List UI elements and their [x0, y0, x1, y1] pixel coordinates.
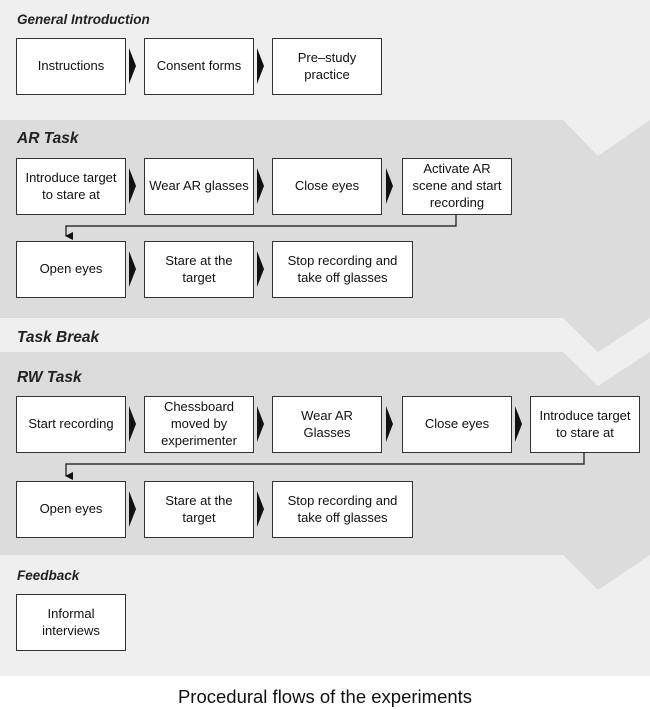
heading-rw-task: RW Task: [17, 369, 82, 386]
rw-step-start-recording: Start recording: [16, 396, 126, 453]
step-instructions: Instructions: [16, 38, 126, 95]
ar-step-wear-glasses: Wear AR glasses: [144, 158, 254, 215]
step-pre-study-practice: Pre–study practice: [272, 38, 382, 95]
heading-feedback: Feedback: [17, 568, 80, 583]
heading-general-introduction: General Introduction: [17, 12, 150, 27]
arrow-icon: [129, 406, 136, 442]
arrow-icon: [129, 251, 136, 287]
chevron-general-to-ar: [563, 84, 650, 120]
arrow-icon: [129, 491, 136, 527]
chevron-ar-to-break: [563, 318, 650, 352]
ar-step-close-eyes: Close eyes: [272, 158, 382, 215]
rw-step-introduce-target: Introduce target to stare at: [530, 396, 640, 453]
chevron-break-to-rw: [563, 352, 650, 386]
arrow-icon: [257, 251, 264, 287]
rw-step-close-eyes: Close eyes: [402, 396, 512, 453]
band-task-break: [0, 318, 650, 352]
wrap-connector-ar: [65, 215, 457, 240]
rw-step-stare-target: Stare at the target: [144, 481, 254, 538]
figure-caption: Procedural flows of the experiments: [177, 686, 473, 707]
chevron-general-notch: [563, 120, 650, 156]
feedback-step-informal-interviews: Informal interviews: [16, 594, 126, 651]
ar-step-stare-target: Stare at the target: [144, 241, 254, 298]
arrow-icon: [129, 48, 136, 84]
arrow-icon: [257, 406, 264, 442]
arrow-icon: [386, 168, 393, 204]
arrow-icon: [257, 48, 264, 84]
ar-step-activate-scene: Activate AR scene and start recording: [402, 158, 512, 215]
heading-task-break: Task Break: [17, 329, 100, 346]
ar-step-stop-recording: Stop recording and take off glasses: [272, 241, 413, 298]
rw-step-chessboard-moved: Chessboard moved by experimenter: [144, 396, 254, 453]
rw-step-open-eyes: Open eyes: [16, 481, 126, 538]
wrap-connector-rw: [65, 453, 585, 480]
arrow-icon: [515, 406, 522, 442]
arrow-icon: [386, 406, 393, 442]
chevron-rw-to-feedback: [563, 555, 650, 590]
heading-ar-task: AR Task: [17, 130, 79, 147]
ar-step-open-eyes: Open eyes: [16, 241, 126, 298]
arrow-icon: [257, 491, 264, 527]
step-consent-forms: Consent forms: [144, 38, 254, 95]
rw-step-stop-recording: Stop recording and take off glasses: [272, 481, 413, 538]
rw-step-wear-glasses: Wear AR Glasses: [272, 396, 382, 453]
arrow-icon: [257, 168, 264, 204]
ar-step-introduce-target: Introduce target to stare at: [16, 158, 126, 215]
arrow-icon: [129, 168, 136, 204]
